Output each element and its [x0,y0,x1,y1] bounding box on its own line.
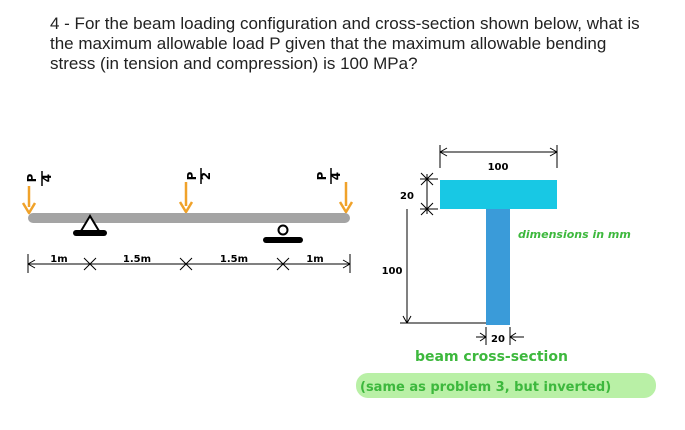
load-right-den: 4 [329,172,343,180]
roller-support-icon [263,224,303,243]
load-right: P 4 [315,168,354,214]
beam-bar [28,213,350,223]
section-web [486,209,510,325]
web-width-label: 20 [491,334,505,345]
load-left-arrowhead [21,202,37,215]
units-note: dimensions in mm [518,228,631,241]
load-right-arrowhead [338,201,354,214]
question-text: 4 - For the beam loading configuration a… [50,14,640,73]
span-dimensions: 1m 1.5m 1.5m 1m [27,254,351,273]
load-middle-arrowhead [178,201,194,214]
load-left-num: P [25,173,39,182]
web-height-label: 100 [382,266,403,277]
cross-section-diagram: 100 20 100 [356,145,656,398]
section-flange [440,180,557,209]
load-middle: P 2 [178,168,213,214]
span-4-label: 1m [306,254,323,265]
beam-diagram: P 4 P 2 P 4 [21,168,354,273]
load-middle-num: P [185,171,199,180]
load-left-den: 4 [40,174,54,182]
flange-thickness-dimension: 20 [400,172,438,216]
flange-thickness-label: 20 [400,191,414,202]
load-right-num: P [315,171,329,180]
span-1-label: 1m [50,254,67,265]
section-note: (same as problem 3, but inverted) [360,380,611,395]
span-3-label: 1.5m [220,254,248,265]
span-2-label: 1.5m [123,254,151,265]
load-middle-den: 2 [199,172,213,180]
web-width-dimension: 20 [476,327,524,345]
pin-support-icon [73,214,107,236]
flange-width-label: 100 [488,162,509,173]
note-highlight [356,373,656,398]
section-caption: beam cross-section [415,349,568,365]
web-height-dimension: 100 [382,209,486,324]
load-left: P 4 [21,171,54,215]
flange-width-dimension: 100 [439,145,558,173]
